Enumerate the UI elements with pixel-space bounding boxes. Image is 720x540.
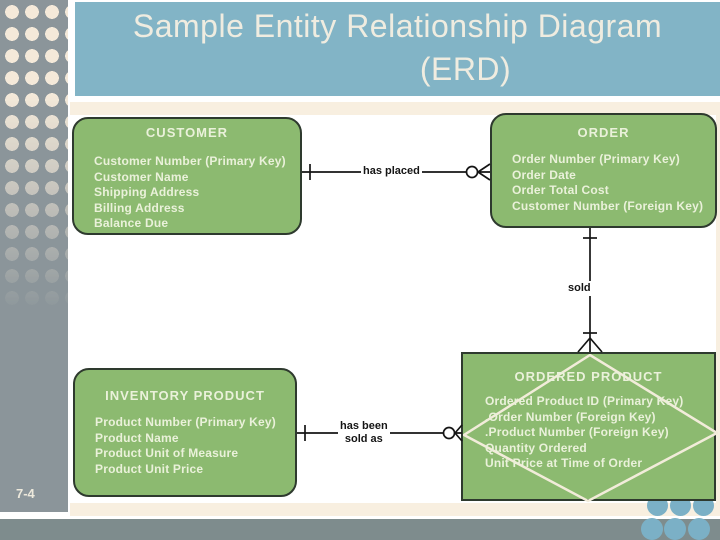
slide-title-line2: (ERD) (419, 51, 512, 87)
entity-inventory-product: INVENTORY PRODUCT Product Number (Primar… (73, 368, 297, 497)
slide-title: Sample Entity Relationship Diagram (ERD) (75, 2, 720, 96)
footer-dot (641, 518, 663, 540)
attribute-item: Order Date (512, 167, 577, 182)
attribute-item: Balance Due (94, 216, 169, 230)
attribute-item: Unit Price at Time of Order (485, 456, 643, 470)
entity-attributes: Product Number (Primary Key) Product Nam… (75, 415, 295, 477)
attribute-item: .Product Number (Foreign Key) (485, 425, 669, 439)
relationship-label-sold: sold (566, 281, 593, 296)
entity-name: ORDER (577, 125, 630, 140)
entity-name: CUSTOMER (145, 125, 229, 140)
entity-attributes: Customer Number (Primary Key) Customer N… (74, 154, 300, 232)
attribute-item: Customer Number (Primary Key) (94, 154, 286, 168)
entity-customer: CUSTOMER Customer Number (Primary Key) C… (72, 117, 302, 235)
attribute-item: Billing Address (94, 200, 185, 215)
attribute-item: Product Unit Price (95, 461, 204, 476)
relationship-label-has-been-sold-as: has been sold as (338, 419, 390, 446)
sidebar-decoration: 7-4 (0, 0, 68, 512)
attribute-item: Ordered Product ID (Primary Key) (485, 394, 684, 408)
entity-name: INVENTORY PRODUCT (105, 388, 265, 403)
entity-attributes: Order Number (Primary Key) Order Date Or… (492, 152, 715, 214)
attribute-item: Product Name (95, 430, 179, 445)
entity-name: ORDERED PRODUCT (514, 369, 663, 384)
dot-pattern (0, 0, 68, 512)
entity-ordered-product: ORDERED PRODUCT Ordered Product ID (Prim… (461, 352, 718, 503)
attribute-item: Product Unit of Measure (95, 446, 239, 460)
footer-dot (688, 518, 710, 540)
attribute-item: Product Number (Primary Key) (95, 415, 276, 429)
attribute-item: Shipping Address (94, 185, 200, 199)
attribute-item: Customer Number (Foreign Key) (512, 198, 704, 213)
attribute-item: Order Total Cost (512, 183, 609, 197)
attribute-item: Customer Name (94, 169, 189, 184)
attribute-item: Order Number (Primary Key) (512, 152, 680, 166)
attribute-item: Quantity Ordered (485, 440, 587, 455)
entity-attributes: Ordered Product ID (Primary Key) .Order … (463, 394, 714, 472)
entity-order: ORDER Order Number (Primary Key) Order D… (490, 113, 717, 228)
footer-bar (0, 519, 720, 540)
slide-title-line1: Sample Entity Relationship Diagram (132, 8, 663, 44)
attribute-item: .Order Number (Foreign Key) (485, 409, 656, 424)
relationship-label-has-placed: has placed (361, 164, 422, 179)
slide-page-number: 7-4 (16, 486, 35, 501)
footer-dot (664, 518, 686, 540)
